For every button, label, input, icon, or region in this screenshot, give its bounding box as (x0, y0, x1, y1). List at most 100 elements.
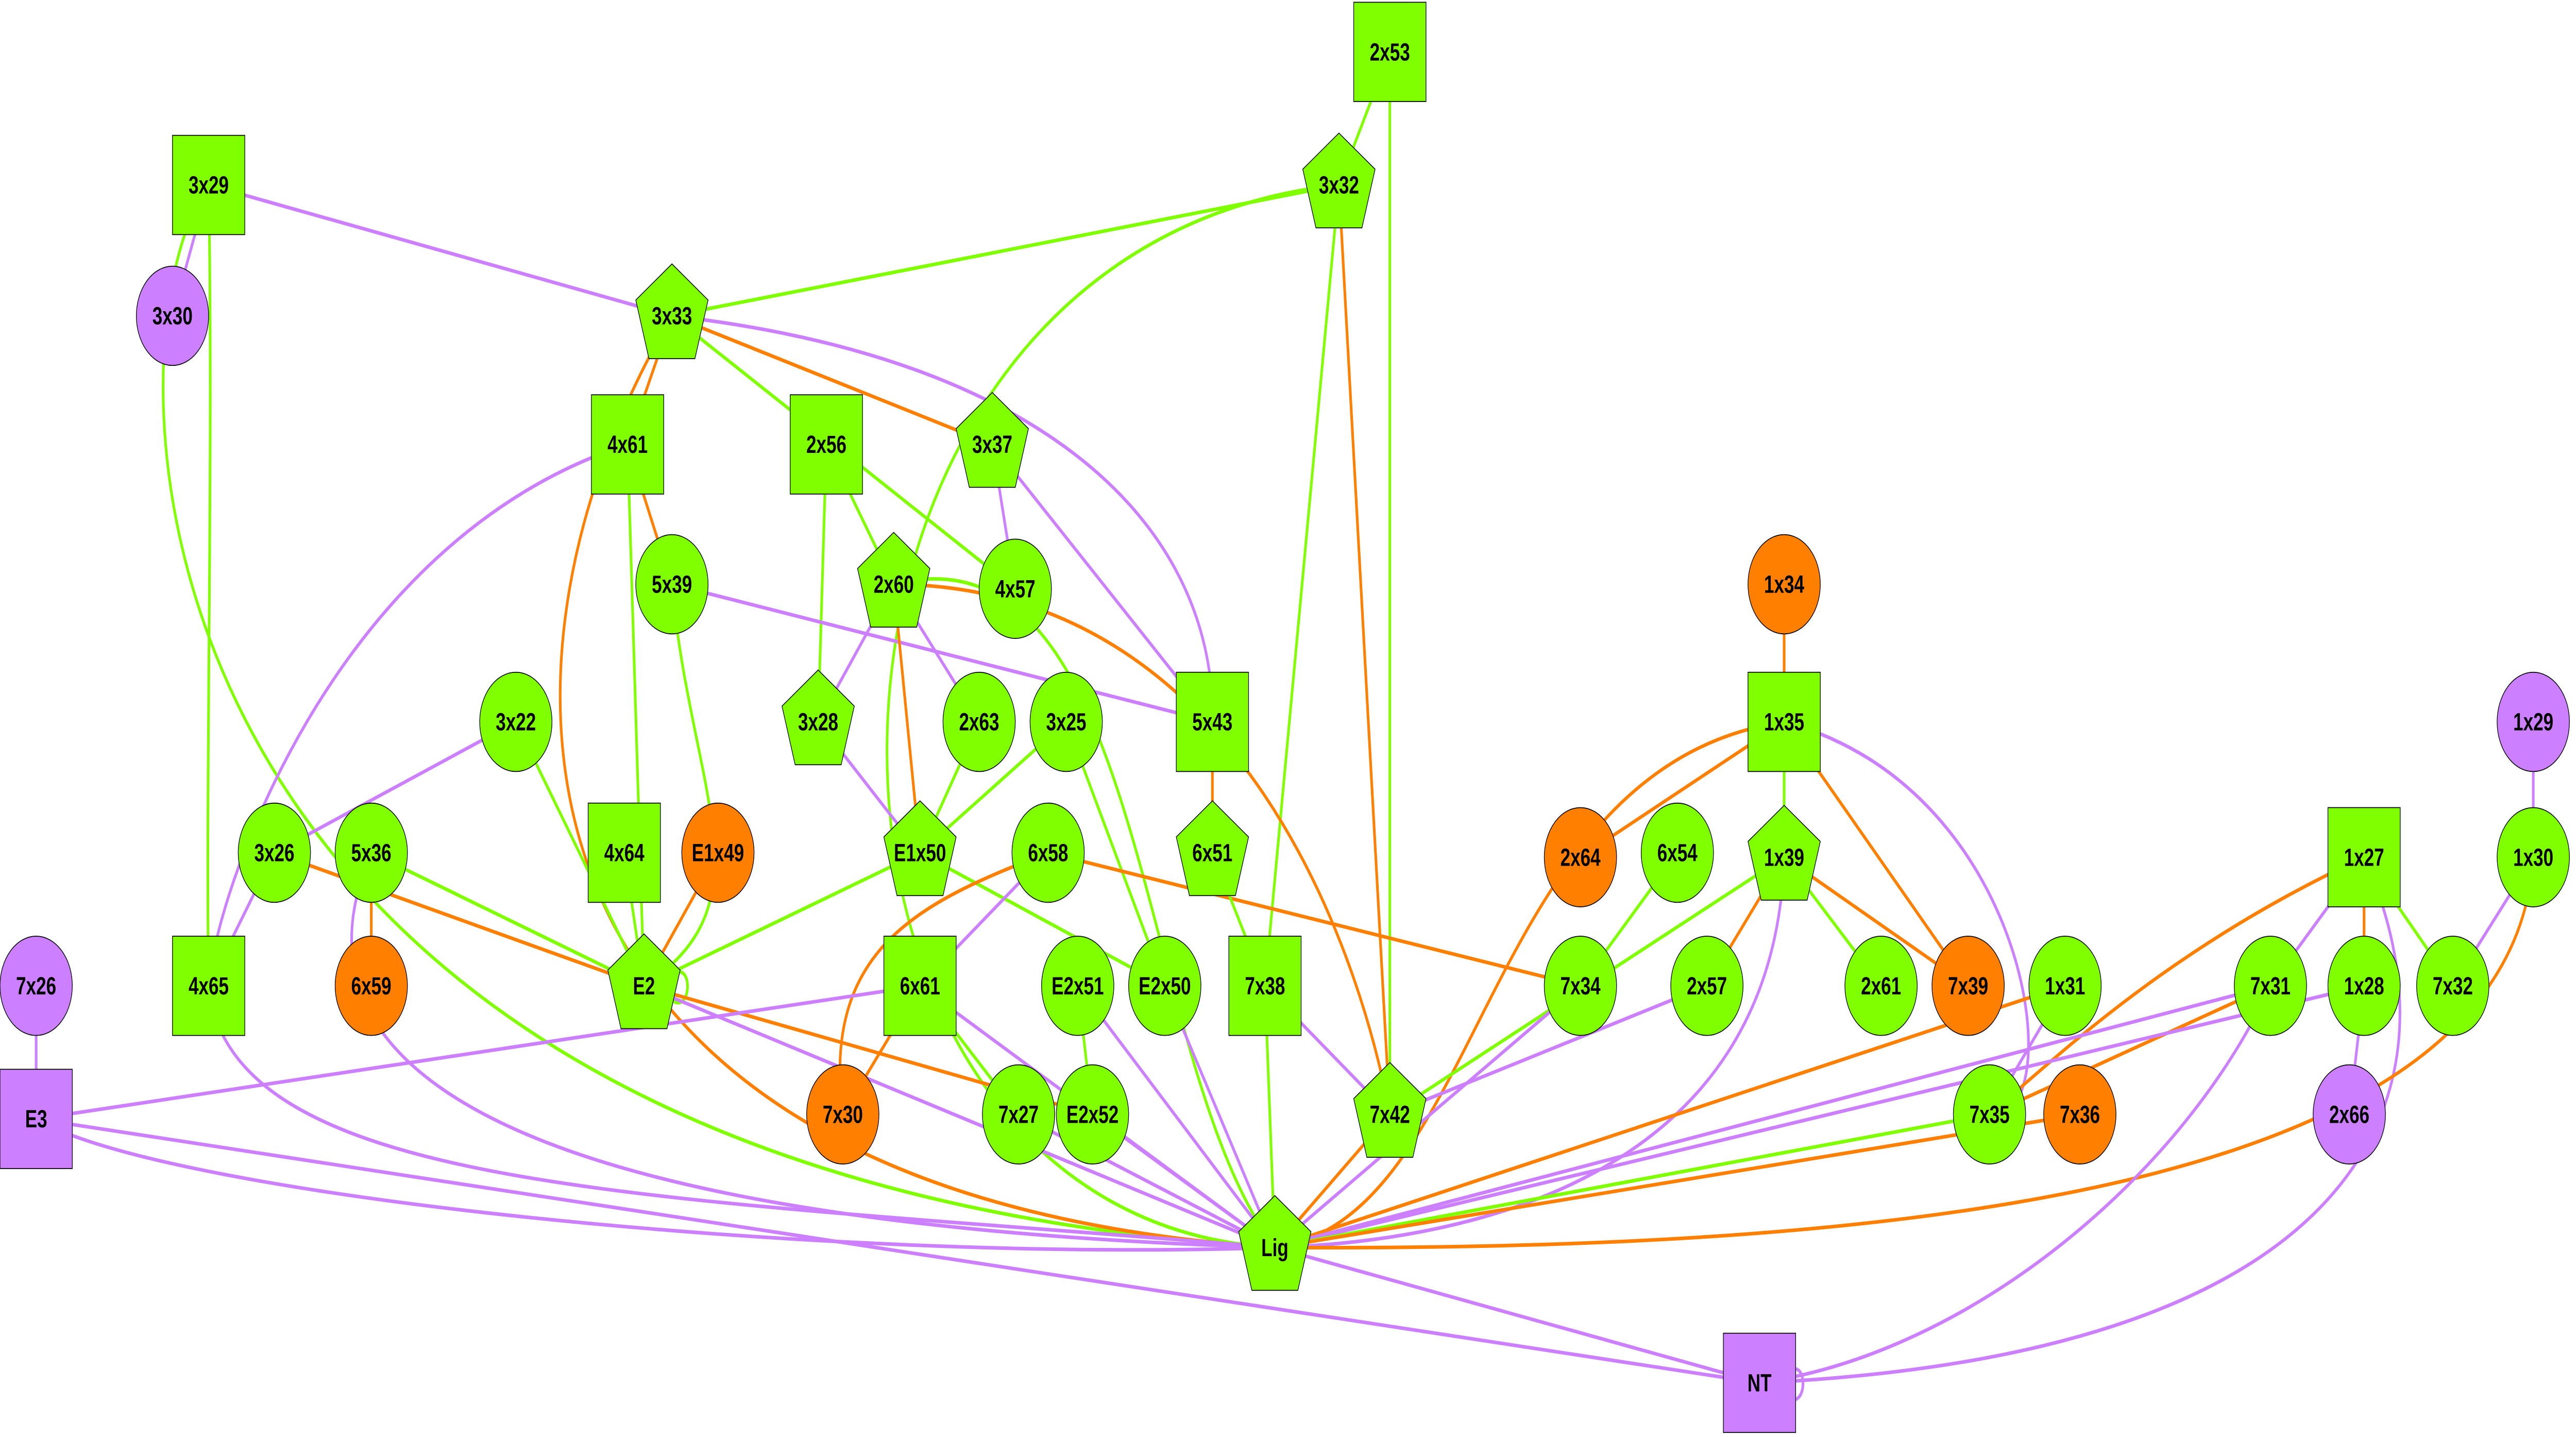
node-3x28[interactable]: 3x28 (782, 669, 855, 766)
node-2x61[interactable]: 2x61 (1844, 936, 1918, 1036)
node-4x61[interactable]: 4x61 (591, 394, 664, 495)
circle-shape (635, 534, 708, 635)
node-2x60[interactable]: 2x60 (857, 532, 930, 628)
square-shape (883, 936, 957, 1036)
node-1x30[interactable]: 1x30 (2497, 807, 2570, 907)
node-4x57[interactable]: 4x57 (978, 538, 1052, 639)
edge-E2x50-Lig (1163, 985, 1276, 1248)
edge-5x36-Lig (350, 852, 1275, 1249)
node-3x37[interactable]: 3x37 (956, 392, 1029, 488)
pentagon-shape (956, 392, 1029, 488)
edge-5x36-E2 (370, 851, 645, 988)
node-1x35[interactable]: 1x35 (1748, 671, 1821, 772)
edge-7x35-Lig (1275, 1112, 1990, 1249)
node-2x56[interactable]: 2x56 (790, 394, 863, 495)
node-E2[interactable]: E2 (607, 933, 681, 1029)
node-6x58[interactable]: 6x58 (1011, 802, 1085, 903)
square-shape (2327, 807, 2401, 907)
edge-3x26-E2 (274, 851, 645, 988)
node-7x34[interactable]: 7x34 (1544, 936, 1617, 1036)
node-Lig[interactable]: Lig (1238, 1195, 1312, 1291)
node-E2x51[interactable]: E2x51 (1041, 936, 1114, 1036)
node-7x38[interactable]: 7x38 (1228, 936, 1302, 1036)
node-2x57[interactable]: 2x57 (1670, 936, 1743, 1036)
node-1x31[interactable]: 1x31 (2028, 936, 2102, 1036)
node-7x32[interactable]: 7x32 (2416, 936, 2489, 1036)
node-1x27[interactable]: 1x27 (2327, 807, 2401, 907)
edge-1x35-Lig (1275, 720, 1785, 1249)
node-7x26[interactable]: 7x26 (0, 936, 73, 1036)
edge-3x37-5x43 (991, 443, 1214, 723)
node-NT[interactable]: NT (1723, 1332, 1796, 1433)
circle-shape (0, 936, 73, 1036)
node-4x65[interactable]: 4x65 (172, 936, 245, 1036)
node-6x61[interactable]: 6x61 (883, 936, 957, 1036)
node-3x30[interactable]: 3x30 (136, 265, 209, 366)
node-label: Lig (1261, 1233, 1289, 1261)
circle-shape (479, 671, 553, 772)
node-6x51[interactable]: 6x51 (1176, 800, 1249, 897)
circle-shape (978, 538, 1052, 639)
node-1x34[interactable]: 1x34 (1748, 534, 1821, 635)
node-7x35[interactable]: 7x35 (1953, 1064, 2026, 1165)
node-label: E2 (633, 972, 655, 1000)
node-label: 5x39 (652, 570, 692, 598)
node-3x29[interactable]: 3x29 (172, 134, 245, 235)
node-7x27[interactable]: 7x27 (982, 1064, 1055, 1165)
node-2x64[interactable]: 2x64 (1544, 807, 1617, 907)
node-label: 3x37 (972, 431, 1012, 459)
circle-shape (806, 1064, 879, 1165)
node-2x63[interactable]: 2x63 (942, 671, 1016, 772)
node-3x25[interactable]: 3x25 (1029, 671, 1103, 772)
node-4x64[interactable]: 4x64 (587, 802, 661, 903)
node-1x29[interactable]: 1x29 (2497, 671, 2570, 772)
node-1x39[interactable]: 1x39 (1748, 804, 1821, 901)
node-7x36[interactable]: 7x36 (2043, 1064, 2116, 1165)
edge-4x61-E2 (626, 444, 646, 986)
node-5x36[interactable]: 5x36 (334, 802, 408, 903)
node-label: 4x64 (604, 839, 645, 867)
node-E3[interactable]: E3 (0, 1069, 73, 1169)
edge-7x31-NT (1759, 985, 2272, 1385)
circle-shape (136, 265, 209, 366)
node-2x66[interactable]: 2x66 (2313, 1064, 2386, 1165)
node-label: E3 (25, 1105, 47, 1133)
node-label: 6x51 (1192, 839, 1232, 867)
square-shape (587, 802, 661, 903)
node-label: 2x57 (1687, 972, 1727, 1000)
node-label: 4x61 (607, 431, 648, 459)
node-7x42[interactable]: 7x42 (1353, 1062, 1427, 1158)
pentagon-shape (1176, 800, 1249, 897)
square-shape (1353, 2, 1427, 102)
node-3x32[interactable]: 3x32 (1302, 132, 1376, 229)
node-label: 2x60 (874, 570, 914, 598)
node-E1x49[interactable]: E1x49 (681, 802, 755, 903)
edge-Lig-NT (1274, 1245, 1760, 1385)
node-E2x50[interactable]: E2x50 (1128, 936, 1201, 1036)
circle-shape (942, 671, 1016, 772)
node-E1x50[interactable]: E1x50 (883, 800, 957, 897)
node-6x59[interactable]: 6x59 (334, 936, 408, 1036)
node-3x33[interactable]: 3x33 (635, 263, 709, 360)
node-7x39[interactable]: 7x39 (1931, 936, 2005, 1036)
node-label: 1x39 (1764, 843, 1804, 871)
node-7x30[interactable]: 7x30 (806, 1064, 879, 1165)
node-label: 2x64 (1561, 843, 1601, 871)
node-E2x52[interactable]: E2x52 (1056, 1064, 1129, 1165)
edge-7x31-7x35 (1989, 984, 2271, 1117)
node-3x26[interactable]: 3x26 (238, 802, 311, 903)
node-1x28[interactable]: 1x28 (2327, 936, 2401, 1036)
node-7x31[interactable]: 7x31 (2234, 936, 2307, 1036)
node-label: 1x28 (2344, 972, 2384, 1000)
node-label: 7x42 (1370, 1101, 1410, 1128)
circle-shape (2327, 936, 2401, 1036)
node-6x54[interactable]: 6x54 (1640, 802, 1714, 903)
node-5x43[interactable]: 5x43 (1176, 671, 1249, 772)
node-5x39[interactable]: 5x39 (635, 534, 708, 635)
square-shape (1723, 1332, 1796, 1433)
node-3x22[interactable]: 3x22 (479, 671, 553, 772)
node-2x53[interactable]: 2x53 (1353, 2, 1427, 102)
node-label: 7x39 (1948, 972, 1988, 1000)
node-label: 7x34 (1561, 972, 1601, 1000)
